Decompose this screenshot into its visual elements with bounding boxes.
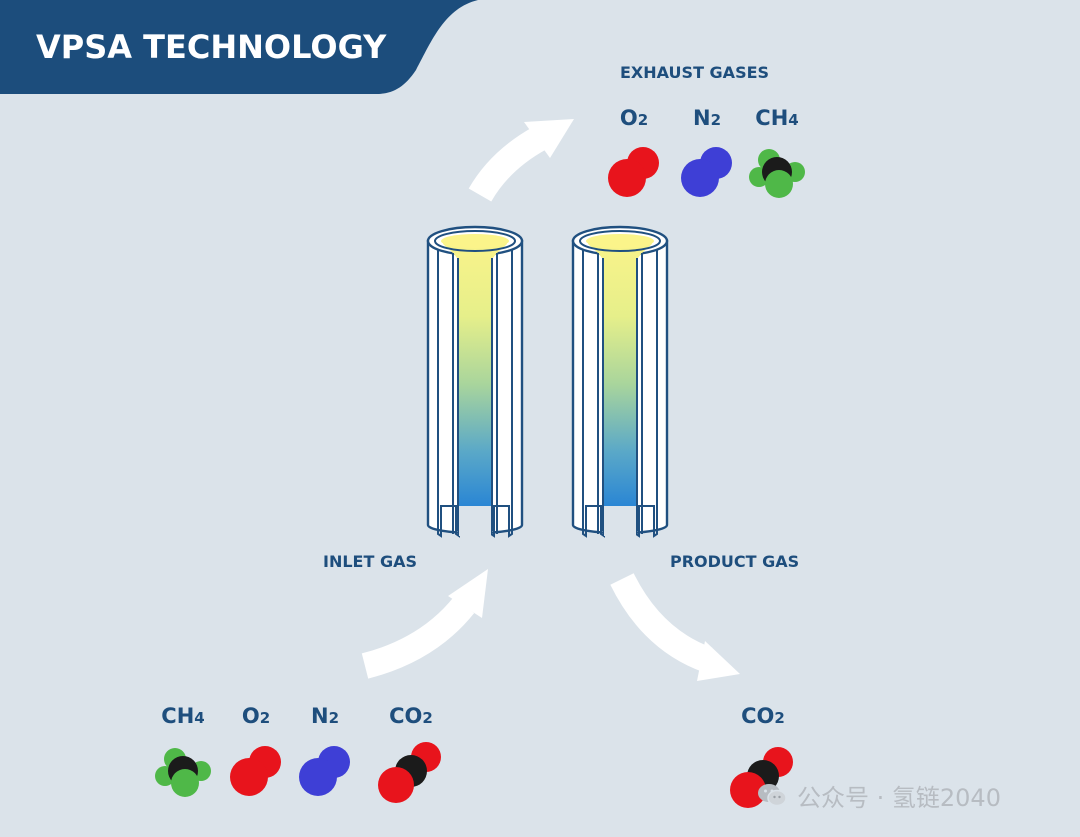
product-gas-group: CO2	[730, 704, 793, 808]
exhaust-arrowhead-icon	[524, 119, 574, 158]
co2-formula-label: CO2	[741, 704, 785, 728]
o2-formula-label: O2	[242, 704, 270, 728]
co2-molecule-icon	[378, 742, 441, 803]
co2-formula-label: CO2	[389, 704, 433, 728]
title-banner: VPSA TECHNOLOGY	[0, 0, 478, 94]
o2-molecule-icon	[230, 746, 281, 796]
arrows	[361, 119, 740, 681]
ch4-formula-label: CH4	[755, 106, 798, 130]
adsorption-column-right	[571, 225, 669, 538]
ch4-molecule-icon	[749, 149, 805, 198]
watermark: 公众号 · 氢链2040	[757, 778, 1001, 812]
product-arrow-icon	[610, 573, 713, 673]
wechat-icon	[758, 784, 787, 807]
n2-molecule-icon	[681, 147, 732, 197]
co2-molecule-icon	[730, 747, 793, 808]
inlet-gas-label: INLET GAS	[323, 552, 417, 571]
product-arrowhead-icon	[697, 641, 740, 681]
exhaust-gas-group: O2 N2 CH4	[608, 106, 805, 198]
inlet-arrow-icon	[361, 596, 475, 679]
n2-molecule-icon	[299, 746, 350, 796]
inlet-arrowhead-icon	[448, 569, 488, 618]
exhaust-gases-label: EXHAUST GASES	[620, 63, 769, 82]
watermark-text: 公众号 · 氢链2040	[797, 783, 1001, 812]
o2-molecule-icon	[608, 147, 659, 197]
exhaust-arrow-icon	[468, 126, 547, 202]
inlet-gas-group: CH4 O2 N2 CO2	[155, 704, 441, 803]
product-gas-label: PRODUCT GAS	[670, 552, 799, 571]
n2-formula-label: N2	[693, 106, 721, 130]
n2-formula-label: N2	[311, 704, 339, 728]
ch4-formula-label: CH4	[161, 704, 204, 728]
adsorption-column-left	[426, 225, 524, 538]
o2-formula-label: O2	[620, 106, 648, 130]
ch4-molecule-icon	[155, 748, 211, 797]
page-title: VPSA TECHNOLOGY	[36, 28, 387, 66]
